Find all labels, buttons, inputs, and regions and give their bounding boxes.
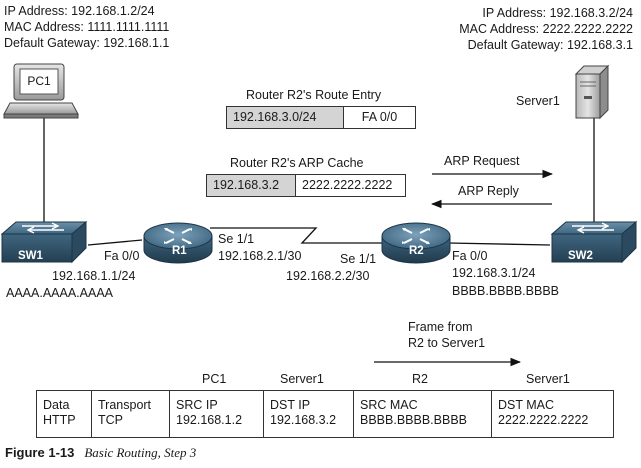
frame-cell-src-mac-label: SRC MAC xyxy=(360,398,418,412)
frame-cell-dst-mac-value: 2222.2222.2222 xyxy=(498,413,589,427)
link-r1-r2-serial xyxy=(210,227,382,244)
frame-table: Data HTTP Transport TCP SRC IP 192.168.1… xyxy=(36,390,614,438)
frame-header-src-mac-owner: R2 xyxy=(412,372,428,386)
figure-title: Basic Routing, Step 3 xyxy=(84,445,197,460)
sw1-icon xyxy=(0,220,88,264)
route-entry-interface: FA 0/0 xyxy=(343,107,415,128)
arp-cache-table: 192.168.3.2 2222.2222.2222 xyxy=(206,174,406,197)
server1-icon xyxy=(574,64,610,120)
r1-fa-interface: Fa 0/0 xyxy=(104,249,140,263)
r1-serial-interface: Se 1/1 xyxy=(218,232,255,246)
frame-cell-transport-value: TCP xyxy=(98,413,123,427)
route-entry-network: 192.168.3.0/24 xyxy=(227,107,343,128)
frame-title-line2: R2 to Server1 xyxy=(408,336,486,350)
r1-fa-ip: 192.168.1.1/24 xyxy=(52,269,136,283)
pc1-ip-address: IP Address: 192.168.1.2/24 xyxy=(4,4,155,18)
frame-title-line1: Frame from xyxy=(408,320,473,334)
route-entry-table: 192.168.3.0/24 FA 0/0 xyxy=(226,106,416,129)
arp-request-label: ARP Request xyxy=(444,154,520,168)
r2-fa-interface: Fa 0/0 xyxy=(452,249,488,263)
frame-header-dst-ip-owner: Server1 xyxy=(280,372,324,386)
frame-header-dst-mac-owner: Server1 xyxy=(526,372,570,386)
frame-cell-data-value: HTTP xyxy=(43,413,76,427)
r2-fa-ip: 192.168.3.1/24 xyxy=(452,266,536,280)
r1-label: R1 xyxy=(172,245,187,257)
pc1-label: PC1 xyxy=(27,74,51,88)
sw2-label: SW2 xyxy=(568,250,593,262)
frame-cell-dst-mac: DST MAC 2222.2222.2222 xyxy=(491,391,613,437)
frame-cell-src-mac: SRC MAC BBBB.BBBB.BBBB xyxy=(353,391,491,437)
pc1-default-gateway: Default Gateway: 192.168.1.1 xyxy=(4,36,170,50)
r2-icon xyxy=(381,222,451,264)
frame-cell-src-ip-value: 192.168.1.2 xyxy=(176,413,243,427)
sw2-icon xyxy=(550,220,638,264)
server1-default-gateway: Default Gateway: 192.168.3.1 xyxy=(467,38,633,52)
frame-cell-src-mac-value: BBBB.BBBB.BBBB xyxy=(360,413,467,427)
frame-cell-dst-ip: DST IP 192.168.3.2 xyxy=(263,391,353,437)
r1-fa-mac: AAAA.AAAA.AAAA xyxy=(6,286,113,300)
frame-cell-src-ip-label: SRC IP xyxy=(176,398,218,412)
server1-label: Server1 xyxy=(516,94,560,108)
link-sw1-r1 xyxy=(87,239,143,246)
r2-label: R2 xyxy=(409,245,424,257)
frame-cell-dst-mac-label: DST MAC xyxy=(498,398,555,412)
arp-reply-label: ARP Reply xyxy=(458,184,519,198)
arp-cache-mac: 2222.2222.2222 xyxy=(295,175,405,196)
frame-cell-transport-label: Transport xyxy=(98,398,152,412)
frame-cell-transport: Transport TCP xyxy=(91,391,169,437)
link-r2-sw2 xyxy=(447,242,551,246)
pc1-icon xyxy=(3,63,79,119)
frame-header-src-ip-owner: PC1 xyxy=(202,372,227,386)
frame-cell-data-label: Data xyxy=(43,398,70,412)
figure-caption: Figure 1-13 Basic Routing, Step 3 xyxy=(5,445,196,461)
arp-cache-ip: 192.168.3.2 xyxy=(207,175,295,196)
frame-cell-dst-ip-value: 192.168.3.2 xyxy=(270,413,337,427)
r1-serial-ip: 192.168.2.1/30 xyxy=(218,249,302,263)
arp-cache-title: Router R2's ARP Cache xyxy=(230,156,364,170)
frame-cell-src-ip: SRC IP 192.168.1.2 xyxy=(169,391,263,437)
frame-cell-data: Data HTTP xyxy=(37,391,91,437)
figure-number: Figure 1-13 xyxy=(5,445,75,460)
server1-ip-address: IP Address: 192.168.3.2/24 xyxy=(482,6,633,20)
r2-fa-mac: BBBB.BBBB.BBBB xyxy=(452,284,559,298)
frame-cell-dst-ip-label: DST IP xyxy=(270,398,311,412)
server1-mac-address: MAC Address: 2222.2222.2222 xyxy=(459,22,633,36)
sw1-label: SW1 xyxy=(18,250,43,262)
r1-icon xyxy=(143,222,213,264)
r2-serial-ip: 192.168.2.2/30 xyxy=(286,269,370,283)
route-entry-title: Router R2's Route Entry xyxy=(246,88,382,102)
r2-serial-interface: Se 1/1 xyxy=(340,252,377,266)
pc1-mac-address: MAC Address: 1111.1111.1111 xyxy=(4,20,170,34)
